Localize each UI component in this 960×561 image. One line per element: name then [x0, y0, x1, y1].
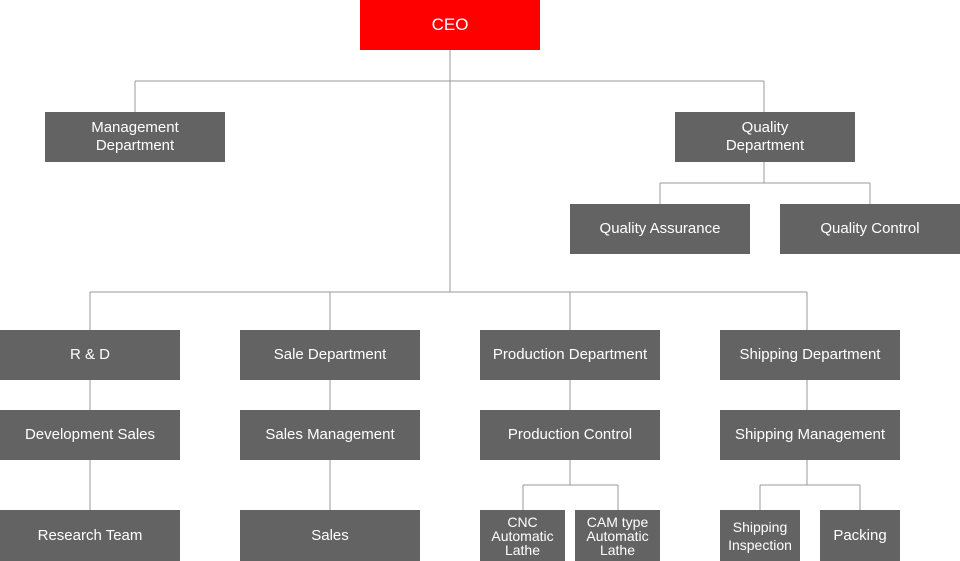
quality-assurance-node: Quality Assurance	[570, 204, 750, 254]
quality-department-node: Quality Department	[675, 112, 855, 162]
sales-management-node: Sales Management	[240, 410, 420, 460]
shipping-department-node: Shipping Department	[720, 330, 900, 380]
production-department-node: Production Department	[480, 330, 660, 380]
management-department-node: Management Department	[45, 112, 225, 162]
shipping-inspection-node: Shipping Inspection	[720, 510, 800, 561]
sale-department-node: Sale Department	[240, 330, 420, 380]
cam-type-automatic-lathe-node: CAM type Automatic Lathe	[575, 510, 660, 561]
development-sales-node: Development Sales	[0, 410, 180, 460]
packing-node: Packing	[820, 510, 900, 561]
shipping-management-node: Shipping Management	[720, 410, 900, 460]
rnd-node: R & D	[0, 330, 180, 380]
production-control-node: Production Control	[480, 410, 660, 460]
research-team-node: Research Team	[0, 510, 180, 561]
quality-control-node: Quality Control	[780, 204, 960, 254]
cnc-automatic-lathe-node: CNC Automatic Lathe	[480, 510, 565, 561]
sales-node: Sales	[240, 510, 420, 561]
ceo-node: CEO	[360, 0, 540, 50]
